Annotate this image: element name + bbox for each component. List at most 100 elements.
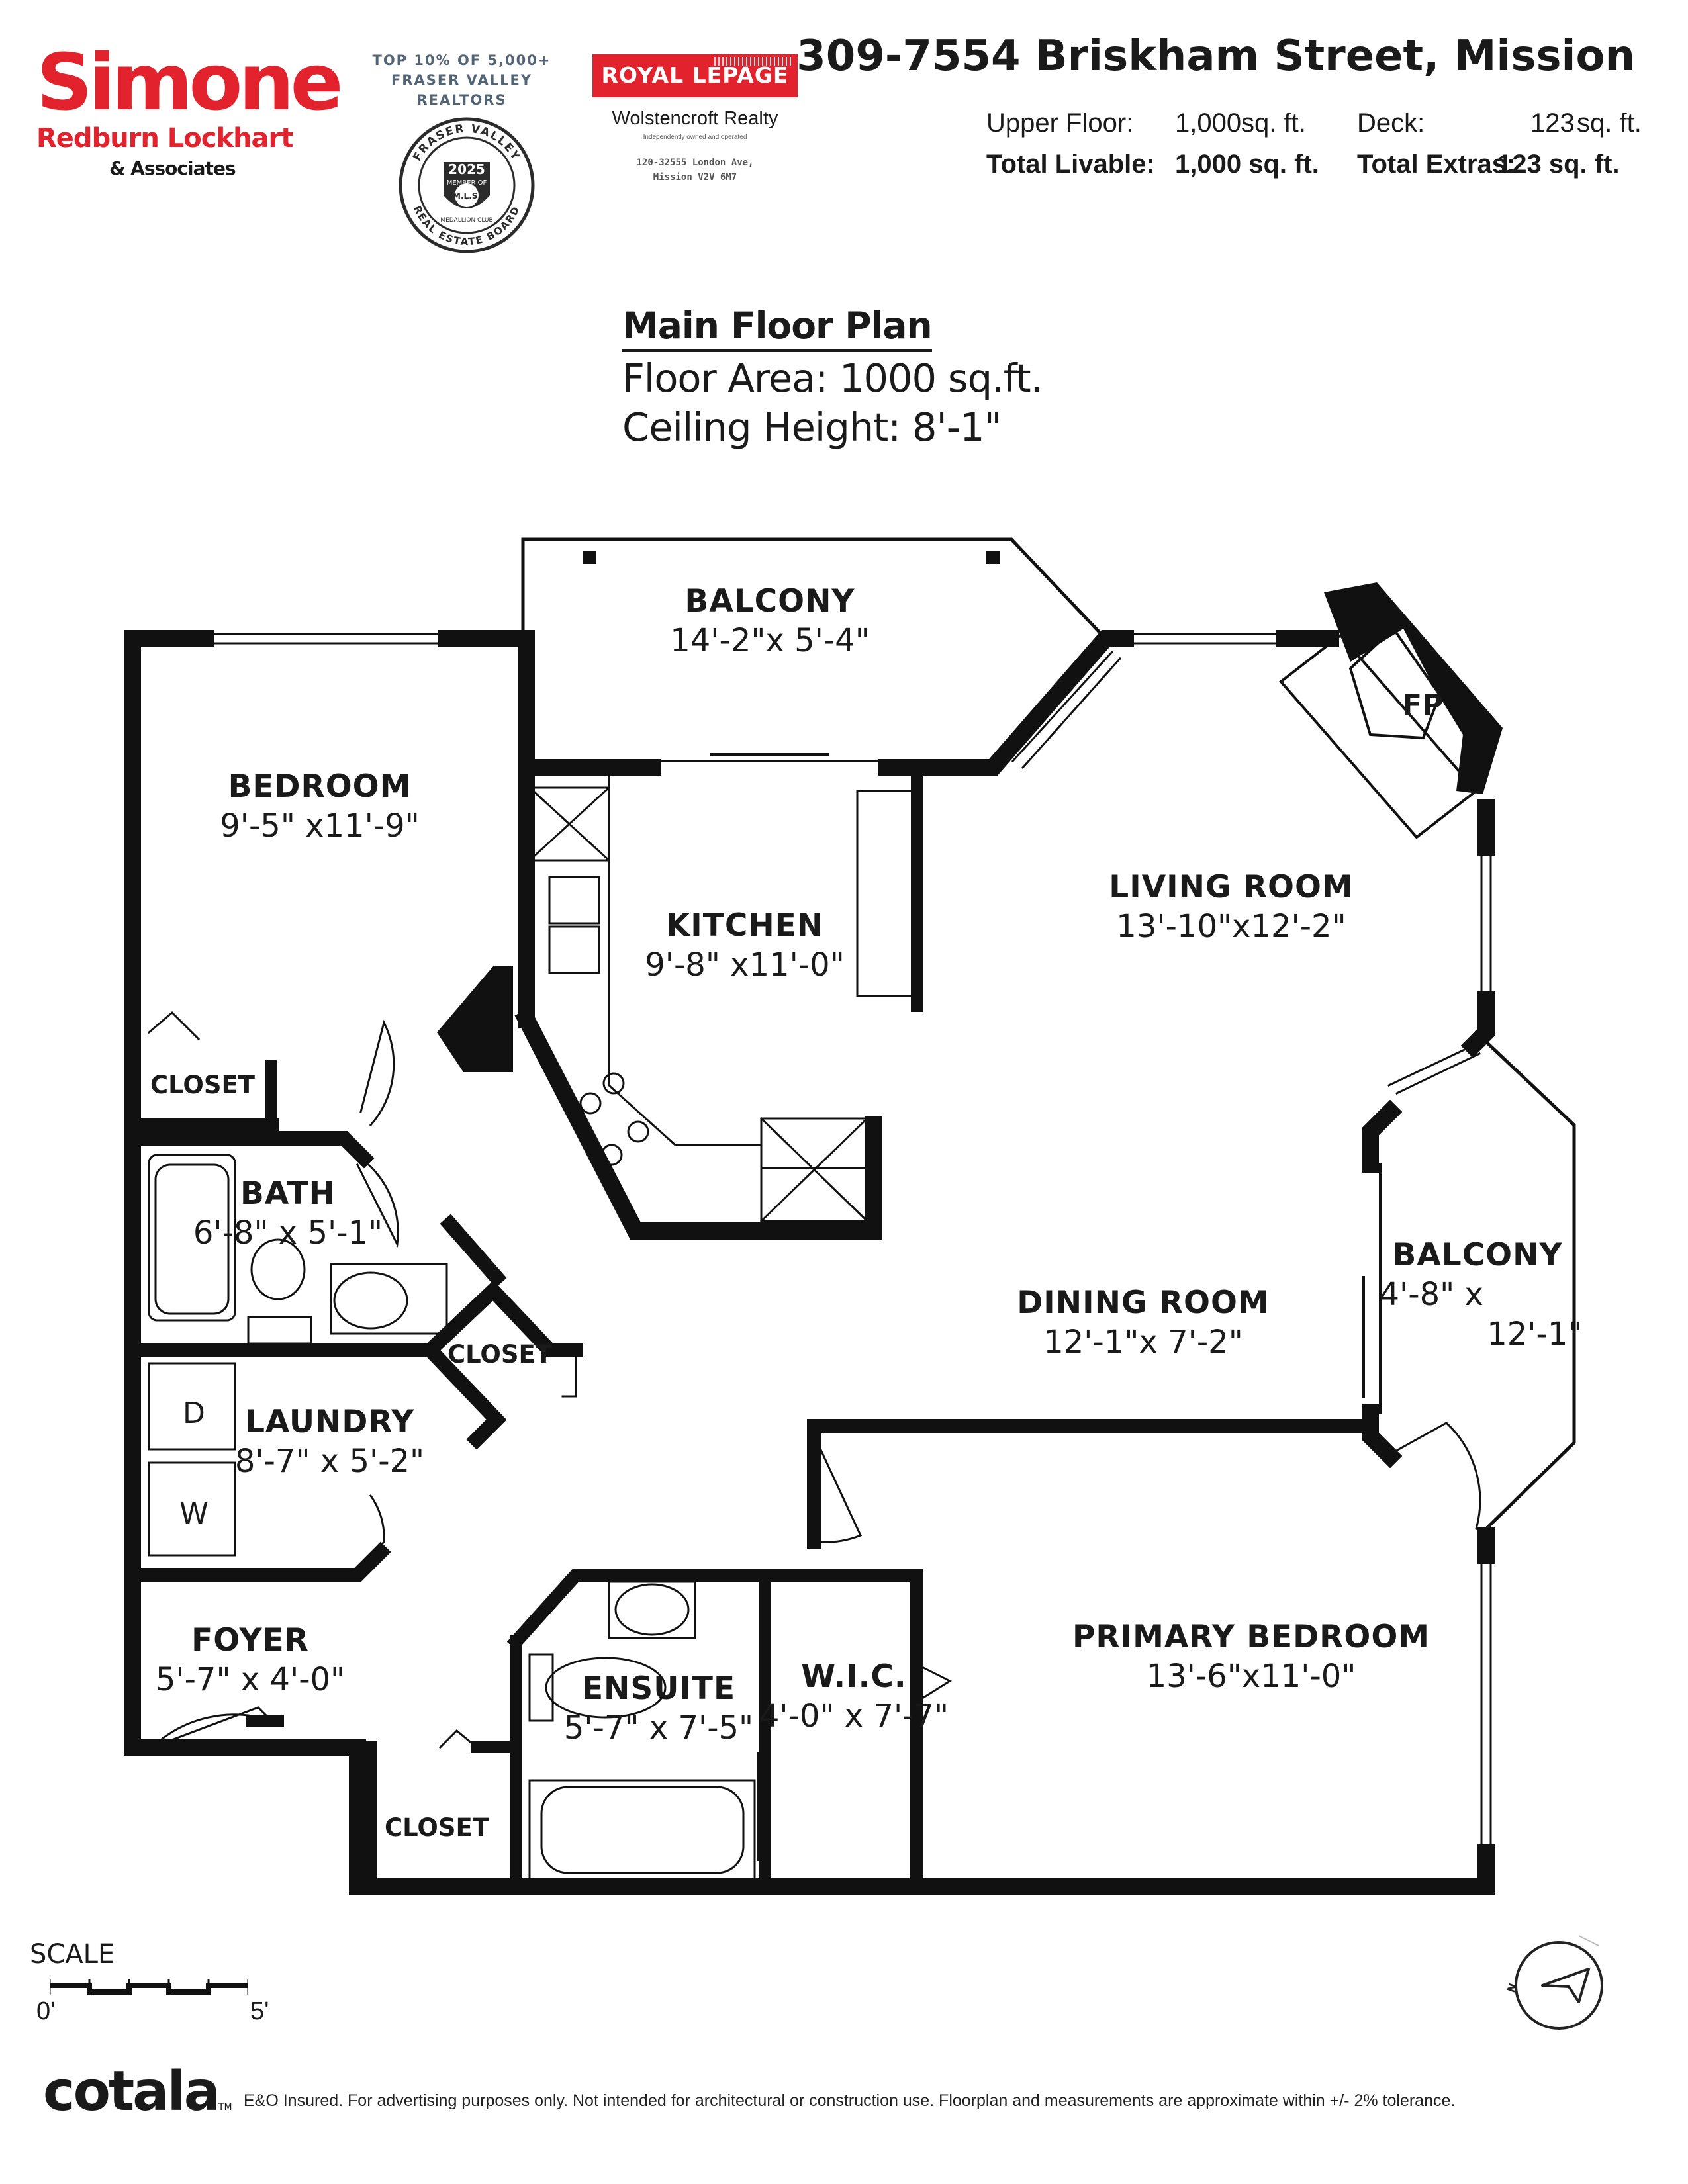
room-dining-room: DINING ROOM 12'-1"x 7'-2" bbox=[1017, 1284, 1269, 1362]
simone-brand: Simone bbox=[36, 36, 344, 128]
room-foyer: FOYER 5'-7" x 4'-0" bbox=[156, 1621, 345, 1700]
laundry-bottom-wall bbox=[125, 1541, 391, 1582]
fireplace-chimney bbox=[1324, 582, 1503, 794]
kitchen-counters bbox=[528, 773, 918, 1223]
north-arrow-compass-icon: N bbox=[1506, 1935, 1603, 2030]
living-right-wall-mid bbox=[1460, 991, 1495, 1058]
room-dims: 14'-2"x 5'-4" bbox=[670, 622, 870, 659]
royal-lepage-brand: ROYAL LEPAGE bbox=[601, 62, 789, 88]
room-dims: 8'-7" x 5'-2" bbox=[234, 1443, 425, 1480]
bedroom-wall-column bbox=[437, 966, 513, 1072]
ensuite-fixtures bbox=[528, 1580, 756, 1881]
fraser-valley-badge: TOP 10% OF 5,000+ FRASER VALLEY REALTORS bbox=[344, 50, 579, 110]
room-ensuite: ENSUITE 5'-7" x 7'-5" bbox=[564, 1670, 753, 1748]
royal-lepage-address-line-2: Mission V2V 6M7 bbox=[653, 172, 737, 183]
bath-right-angled-wall bbox=[440, 1214, 507, 1288]
total-livable-value: 1,000 sq. ft. bbox=[1175, 150, 1319, 179]
seal-small: MEDALLION CLUB bbox=[440, 217, 492, 224]
closet-label-hall: CLOSET bbox=[447, 1340, 553, 1369]
room-name: BALCONY bbox=[684, 583, 855, 619]
room-name: FOYER bbox=[191, 1622, 309, 1659]
dryer-label: D bbox=[183, 1396, 205, 1430]
property-address: 309-7554 Briskham Street, Mission bbox=[796, 32, 1635, 81]
royal-lepage-office: Wolstencroft Realty bbox=[612, 108, 778, 129]
closet-label-bedroom: CLOSET bbox=[150, 1071, 256, 1099]
room-dims-line-1: 4'-8" x bbox=[1379, 1276, 1483, 1313]
area-row-2: Total Livable: 1,000 sq. ft. Total Extra… bbox=[986, 144, 1635, 185]
seal-member: MEMBER OF bbox=[447, 179, 487, 187]
deck-value: 123 bbox=[1530, 109, 1575, 138]
royal-lepage-tagline: Independently owned and operated bbox=[643, 134, 747, 141]
badge-line-2: FRASER VALLEY REALTORS bbox=[391, 72, 533, 108]
room-wic: W.I.C. 4'-0" x 7'-7" bbox=[759, 1658, 949, 1736]
upper-floor-unit: sq. ft. bbox=[1241, 109, 1306, 138]
bath-fixtures bbox=[148, 1154, 448, 1345]
seal-year: 2025 bbox=[448, 161, 485, 177]
dining-right-notch bbox=[1362, 1099, 1403, 1173]
ensuite-top-wall bbox=[506, 1569, 765, 1651]
total-livable-label: Total Livable: bbox=[986, 150, 1155, 179]
windows bbox=[204, 633, 1492, 1854]
scale-start: 0' bbox=[36, 1997, 56, 2025]
laundry-appliances bbox=[148, 1362, 236, 1557]
royal-lepage-address: 120-32555 London Ave, Mission V2V 6M7 bbox=[592, 156, 798, 185]
room-dims: 4'-0" x 7'-7" bbox=[759, 1698, 949, 1735]
room-kitchen: KITCHEN 9'-8" x11'-0" bbox=[645, 907, 845, 985]
plan-title: Main Floor Plan bbox=[622, 304, 933, 352]
room-name: LAUNDRY bbox=[244, 1404, 415, 1440]
room-dims-line-2: 12'-1" bbox=[1487, 1316, 1583, 1353]
disclaimer-text: E&O Insured. For advertising purposes on… bbox=[244, 2091, 1456, 2110]
exterior-wall-bedroom-top bbox=[438, 630, 535, 1028]
area-summary: Upper Floor: 1,000 sq. ft. Deck: 123 sq.… bbox=[986, 103, 1642, 185]
room-dims: 9'-8" x11'-0" bbox=[645, 946, 845, 983]
mls-medallion-seal-icon: FRASER VALLEY REAL ESTATE BOARD 2025 MEM… bbox=[399, 117, 535, 253]
room-dims: 13'-10"x12'-2" bbox=[1116, 908, 1346, 945]
room-bedroom: BEDROOM 9'-5" x11'-9" bbox=[220, 768, 420, 846]
room-living-room: LIVING ROOM 13'-10"x12'-2" bbox=[1109, 868, 1353, 946]
floor-area: Floor Area: 1000 sq.ft. bbox=[622, 355, 1043, 401]
room-name: DINING ROOM bbox=[1017, 1285, 1270, 1321]
door-swings bbox=[147, 1011, 1481, 1749]
badge-line-1: TOP 10% OF 5,000+ bbox=[372, 52, 551, 68]
cotala-tm: TM bbox=[218, 2102, 232, 2113]
room-balcony-top: BALCONY 14'-2"x 5'-4" bbox=[670, 582, 870, 660]
deck-unit: sq. ft. bbox=[1577, 109, 1642, 138]
royal-lepage-address-line-1: 120-32555 London Ave, bbox=[636, 158, 754, 168]
cotala-logo: cotalaTM bbox=[43, 2065, 232, 2119]
area-row-1: Upper Floor: 1,000 sq. ft. Deck: 123 sq.… bbox=[986, 103, 1642, 144]
room-name: BEDROOM bbox=[228, 768, 412, 805]
exterior-wall-bottom bbox=[124, 1739, 1495, 1895]
room-dims: 13'-6"x11'-0" bbox=[1146, 1658, 1356, 1695]
royal-lepage-logo: ROYAL LEPAGE Wolstencroft Realty Indepen… bbox=[592, 54, 798, 185]
room-dims: 12'-1"x 7'-2" bbox=[1043, 1324, 1243, 1361]
kitchen-peninsula-wall bbox=[514, 1007, 882, 1240]
scale-bar-icon bbox=[50, 1979, 248, 1995]
kitchen-top-wall-right bbox=[878, 630, 1134, 776]
room-name: PRIMARY BEDROOM bbox=[1072, 1619, 1430, 1655]
exterior-wall-left bbox=[124, 630, 214, 1756]
room-name: KITCHEN bbox=[665, 907, 824, 944]
room-dims: 9'-5" x11'-9" bbox=[220, 807, 420, 844]
upper-floor-value: 1,000 bbox=[1175, 109, 1242, 138]
plan-title-block: Main Floor Plan Floor Area: 1000 sq.ft. … bbox=[622, 304, 1043, 450]
scale-label: SCALE bbox=[30, 1939, 115, 1970]
room-bath: BATH 6'-8" x 5'-1" bbox=[193, 1175, 383, 1253]
room-name: W.I.C. bbox=[801, 1659, 907, 1695]
simone-associates: & Associates bbox=[109, 158, 236, 179]
laundry-right-wall bbox=[420, 1340, 507, 1450]
top-balcony-railing bbox=[521, 537, 1108, 641]
cotala-brand: cotala bbox=[43, 2060, 220, 2123]
compass-letter: N bbox=[1506, 1981, 1519, 1994]
bath-top-wall bbox=[125, 1131, 375, 1169]
scale-end: 5' bbox=[250, 1997, 269, 2025]
washer-label: W bbox=[179, 1497, 209, 1531]
deck-label: Deck: bbox=[1357, 109, 1425, 138]
simone-subtitle: Redburn Lockhart bbox=[36, 123, 293, 154]
closet-label-foyer: CLOSET bbox=[384, 1813, 490, 1842]
room-balcony-right: BALCONY 4'-8" x 12'-1" bbox=[1380, 1236, 1583, 1354]
ceiling-height: Ceiling Height: 8'-1" bbox=[622, 404, 1002, 450]
filled-elements bbox=[437, 551, 1503, 1072]
room-laundry: LAUNDRY 8'-7" x 5'-2" bbox=[235, 1403, 424, 1481]
room-name: ENSUITE bbox=[581, 1670, 736, 1707]
simone-logo: Simone Redburn Lockhart & Associates bbox=[36, 36, 344, 179]
